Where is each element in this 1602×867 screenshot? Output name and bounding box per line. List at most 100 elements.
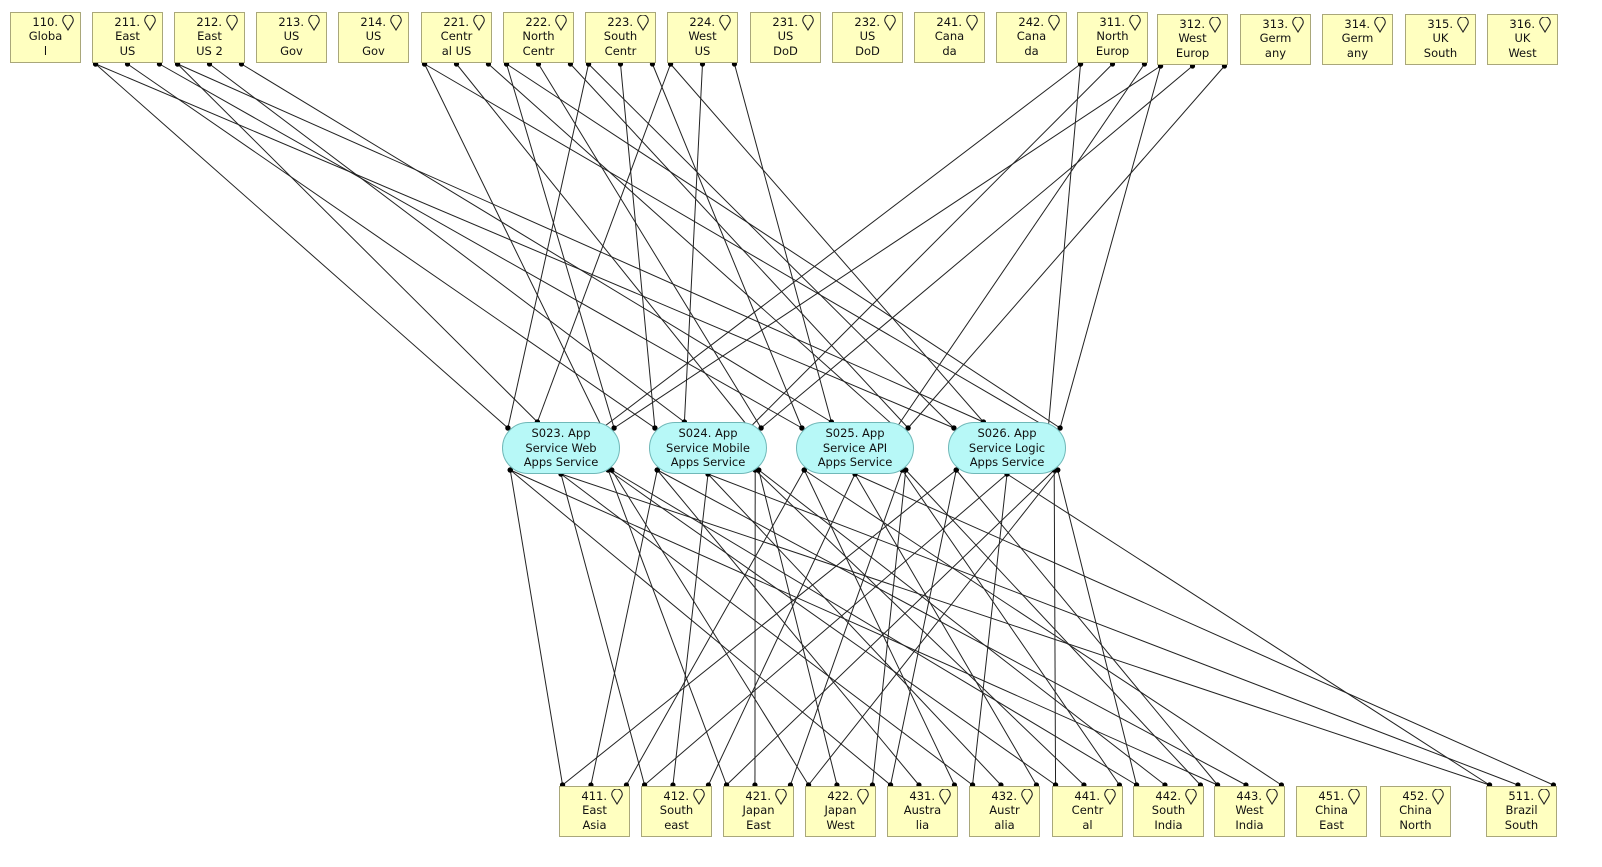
connection-S026-431[interactable] (890, 469, 957, 786)
location-node-211[interactable]: 211. East US (92, 12, 163, 63)
location-node-411[interactable]: 411. East Asia (559, 786, 630, 837)
connection-311-S026[interactable] (1047, 63, 1082, 429)
location-node-214[interactable]: 214. US Gov (338, 12, 409, 63)
connection-S025-431[interactable] (803, 469, 955, 786)
connection-S025-443[interactable] (803, 469, 1282, 786)
connection-221-S023[interactable] (424, 63, 603, 429)
location-node-232[interactable]: 232. US DoD (832, 12, 903, 63)
connection-S023-421[interactable] (607, 469, 728, 786)
connection-S023-442[interactable] (611, 469, 1137, 786)
service-node-S026[interactable]: S026. App Service Logic Apps Service (948, 422, 1066, 474)
connection-223-S024[interactable] (620, 63, 656, 429)
connection-S026-411[interactable] (562, 469, 957, 786)
connection-311-S024[interactable] (748, 63, 1113, 429)
connection-211-S023[interactable] (95, 63, 509, 429)
connection-212-S023[interactable] (177, 63, 538, 423)
location-node-231[interactable]: 231. US DoD (750, 12, 821, 63)
connection-S025-412[interactable] (707, 473, 856, 786)
connection-211-S024[interactable] (127, 63, 656, 429)
location-node-223[interactable]: 223. South Centr (585, 12, 656, 63)
connection-312-S025[interactable] (907, 65, 1225, 429)
connection-S023-412[interactable] (560, 473, 646, 786)
connection-S025-442[interactable] (905, 469, 1201, 786)
connection-S025-411[interactable] (626, 469, 805, 786)
connection-221-S026[interactable] (424, 63, 1049, 429)
location-node-441[interactable]: 441. Centr al (1052, 786, 1123, 837)
service-node-S025[interactable]: S025. App Service API Apps Service (796, 422, 914, 474)
location-node-314[interactable]: 314. Germ any (1322, 14, 1393, 65)
location-node-511[interactable]: 511. Brazil South (1486, 786, 1557, 837)
location-node-451[interactable]: 451. China East (1296, 786, 1367, 837)
location-node-224[interactable]: 224. West US (667, 12, 738, 63)
location-node-452[interactable]: 452. China North (1380, 786, 1451, 837)
connection-211-S025[interactable] (159, 63, 803, 429)
connection-224-S024[interactable] (683, 63, 703, 423)
location-node-421[interactable]: 421. Japan East (723, 786, 794, 837)
connection-312-S024[interactable] (760, 65, 1193, 429)
location-node-443[interactable]: 443. West India (1214, 786, 1285, 837)
connection-S025-432[interactable] (854, 473, 1037, 786)
connection-S025-422[interactable] (871, 469, 907, 786)
connection-224-S025[interactable] (733, 63, 832, 423)
connection-S024-412[interactable] (672, 473, 709, 786)
connection-S023-441[interactable] (607, 469, 1056, 786)
connection-S026-441[interactable] (1053, 469, 1057, 786)
connection-S023-443[interactable] (510, 469, 1218, 786)
location-node-213[interactable]: 213. US Gov (256, 12, 327, 63)
location-node-311[interactable]: 311. North Europ (1077, 12, 1148, 63)
connection-311-S025[interactable] (895, 63, 1145, 429)
connection-S024-443[interactable] (657, 469, 1247, 786)
connection-S024-411[interactable] (590, 469, 658, 786)
connection-S024-441[interactable] (754, 469, 1085, 786)
connection-S026-432[interactable] (972, 473, 1008, 786)
connection-S026-442[interactable] (1057, 469, 1138, 786)
connection-S024-431[interactable] (656, 469, 920, 786)
connection-223-S023[interactable] (507, 63, 590, 429)
location-node-316[interactable]: 316. UK West (1487, 14, 1558, 65)
connection-S023-411[interactable] (509, 469, 564, 786)
connection-S023-511[interactable] (560, 473, 1490, 786)
connection-S026-412[interactable] (644, 473, 1008, 786)
location-node-442[interactable]: 442. South India (1133, 786, 1204, 837)
connection-S025-441[interactable] (901, 469, 1120, 786)
connection-212-S025[interactable] (241, 63, 832, 423)
location-node-315[interactable]: 315. UK South (1405, 14, 1476, 65)
connection-224-S023[interactable] (536, 63, 672, 423)
connection-211-S026[interactable] (95, 63, 955, 429)
connection-212-S024[interactable] (209, 63, 685, 423)
connection-S023-431[interactable] (509, 469, 891, 786)
location-node-242[interactable]: 242. Cana da (996, 12, 1067, 63)
connection-312-S026[interactable] (1059, 65, 1162, 429)
connection-S026-511[interactable] (1006, 473, 1490, 786)
location-node-432[interactable]: 432. Austr alia (969, 786, 1040, 837)
connection-S026-421[interactable] (726, 469, 1055, 786)
connection-S024-422[interactable] (758, 469, 838, 786)
location-node-221[interactable]: 221. Centr al US (421, 12, 492, 63)
connection-S026-443[interactable] (955, 469, 1218, 786)
connection-312-S023[interactable] (613, 65, 1161, 429)
connection-222-S023[interactable] (506, 63, 615, 429)
connection-212-S026[interactable] (177, 63, 984, 423)
location-node-422[interactable]: 422. Japan West (805, 786, 876, 837)
connection-S023-422[interactable] (611, 469, 809, 786)
connection-223-S025[interactable] (651, 63, 803, 429)
connection-222-S025[interactable] (570, 63, 909, 429)
location-node-212[interactable]: 212. East US 2 (174, 12, 245, 63)
connection-311-S023[interactable] (601, 63, 1081, 429)
connection-223-S026[interactable] (588, 63, 955, 429)
location-node-241[interactable]: 241. Cana da (914, 12, 985, 63)
connection-221-S025[interactable] (488, 63, 897, 429)
connection-S023-432[interactable] (560, 473, 973, 786)
connection-S025-511[interactable] (854, 473, 1554, 786)
location-node-110[interactable]: 110. Globa l (10, 12, 81, 63)
location-node-312[interactable]: 312. West Europ (1157, 14, 1228, 65)
location-node-313[interactable]: 313. Germ any (1240, 14, 1311, 65)
service-node-S023[interactable]: S023. App Service Web Apps Service (502, 422, 620, 474)
service-node-S024[interactable]: S024. App Service Mobile Apps Service (649, 422, 767, 474)
connection-S026-422[interactable] (808, 469, 1059, 786)
connection-224-S026[interactable] (670, 63, 984, 423)
location-node-431[interactable]: 431. Austra lia (887, 786, 958, 837)
location-node-222[interactable]: 222. North Centr (503, 12, 574, 63)
connection-S024-511[interactable] (707, 473, 1519, 786)
location-node-412[interactable]: 412. South east (641, 786, 712, 837)
